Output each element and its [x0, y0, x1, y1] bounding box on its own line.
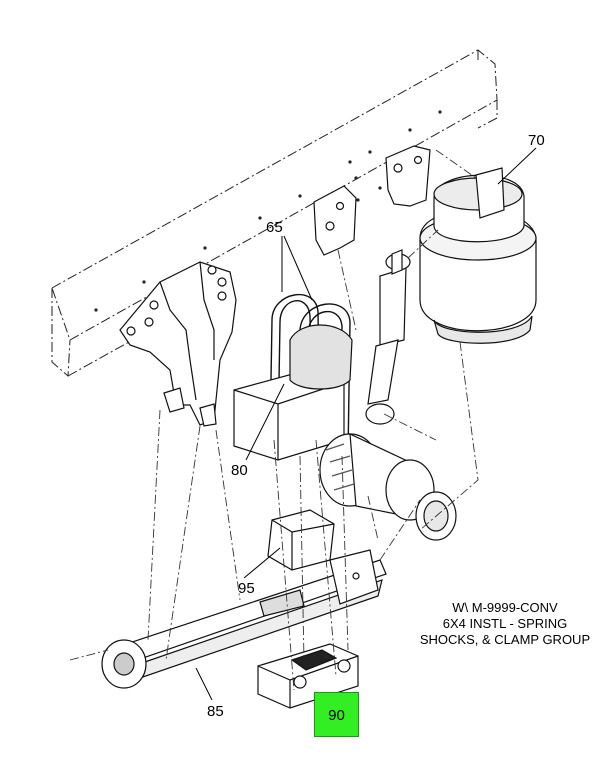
- callout-65: 65: [266, 219, 283, 236]
- callout-80: 80: [231, 462, 248, 479]
- u-bolts: [269, 293, 351, 457]
- drawing-note: W\ M-9999-CONV 6X4 INSTL - SPRING SHOCKS…: [400, 600, 610, 648]
- callout-95: 95: [238, 580, 255, 597]
- axle-hub: [319, 433, 457, 541]
- air-spring: [419, 167, 537, 344]
- callout-70: 70: [528, 132, 545, 149]
- assembly-lines: [69, 149, 479, 691]
- spring-spacer: [267, 509, 335, 571]
- callout-90: 90: [328, 707, 345, 724]
- note-line-2: 6X4 INSTL - SPRING: [442, 616, 568, 631]
- axle-seat: [233, 324, 353, 461]
- note-line-3: SHOCKS, & CLAMP GROUP: [419, 632, 591, 647]
- highlighted-part-90[interactable]: 90: [314, 692, 359, 737]
- frame-rail: [51, 49, 498, 378]
- shock-absorber: [365, 249, 411, 425]
- shock-mount-bracket: [313, 145, 431, 256]
- note-line-1: W\ M-9999-CONV: [452, 600, 558, 615]
- leader-lines: [195, 147, 537, 701]
- spring-hanger-bracket: [119, 261, 237, 427]
- leaf-spring: [101, 549, 387, 689]
- callout-85: 85: [207, 703, 224, 720]
